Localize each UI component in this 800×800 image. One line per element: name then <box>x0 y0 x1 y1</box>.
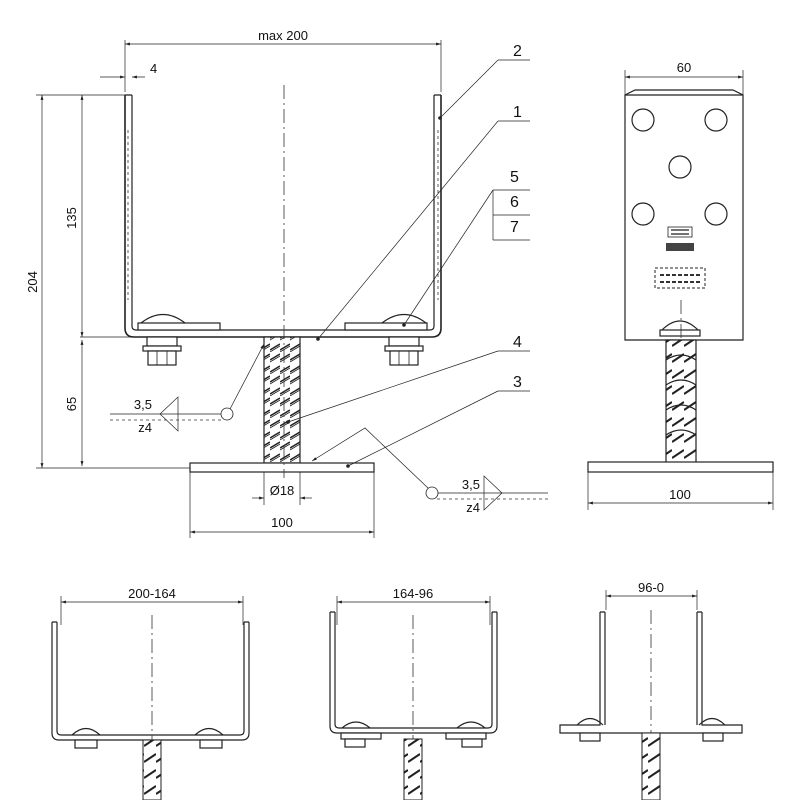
part-label-1: 1 <box>513 104 522 121</box>
part-label-2: 2 <box>513 43 522 60</box>
part-callouts: 2 1 5 6 7 4 3 <box>286 43 530 468</box>
dim-wall-thickness: 4 <box>150 61 157 76</box>
bolt-right <box>344 313 428 366</box>
bolt-hole-3 <box>668 155 692 179</box>
weld-size-1: 3,5 <box>134 397 152 412</box>
weld-symbol-upper: 3,5 z4 <box>110 343 265 435</box>
bolt-hole-5 <box>704 202 728 226</box>
u-bracket <box>124 95 442 338</box>
dim-total-height: 204 <box>25 271 40 293</box>
weld-symbol-lower: 3,5 z4 <box>311 427 548 515</box>
dim-upper-height: 135 <box>64 207 79 229</box>
bolt-left <box>137 313 221 366</box>
weld-type-1: z4 <box>138 420 152 435</box>
part-label-4: 4 <box>513 334 522 351</box>
part-label-6: 6 <box>510 194 519 211</box>
dim-base-width: 100 <box>271 515 293 530</box>
stamp-label <box>654 267 706 289</box>
side-plate <box>624 89 744 341</box>
stamp-mark-logo <box>667 226 693 238</box>
bolt-hole-2 <box>704 108 728 132</box>
variant-1-range: 200-164 <box>128 586 176 601</box>
front-dimensions: max 200 4 204 135 65 Ø18 100 <box>25 28 442 538</box>
base-plate <box>189 462 375 473</box>
part-label-7: 7 <box>510 219 519 236</box>
weld-type-2: z4 <box>466 500 480 515</box>
bolt-hole-1 <box>631 108 655 132</box>
part-label-3: 3 <box>513 374 522 391</box>
variant-3: 96-0 <box>559 580 743 800</box>
dim-side-width: 60 <box>677 60 691 75</box>
stamp-mark-code <box>666 243 694 251</box>
front-view <box>124 85 442 478</box>
dim-rod-diameter: Ø18 <box>270 483 295 498</box>
part-label-5: 5 <box>510 169 519 186</box>
variant-3-range: 96-0 <box>638 580 664 595</box>
side-view: 60 100 <box>587 60 774 510</box>
variant-1: 200-164 <box>51 586 250 800</box>
dim-lower-height: 65 <box>64 397 79 411</box>
side-base-plate <box>587 461 774 473</box>
weld-size-2: 3,5 <box>462 477 480 492</box>
bolt-hole-4 <box>631 202 655 226</box>
threaded-rod <box>263 336 301 464</box>
dim-side-base: 100 <box>669 487 691 502</box>
side-threaded-rod <box>665 339 697 464</box>
variant-2-range: 164-96 <box>393 586 433 601</box>
dim-max-width: max 200 <box>258 28 308 43</box>
variant-2: 164-96 <box>329 586 498 800</box>
